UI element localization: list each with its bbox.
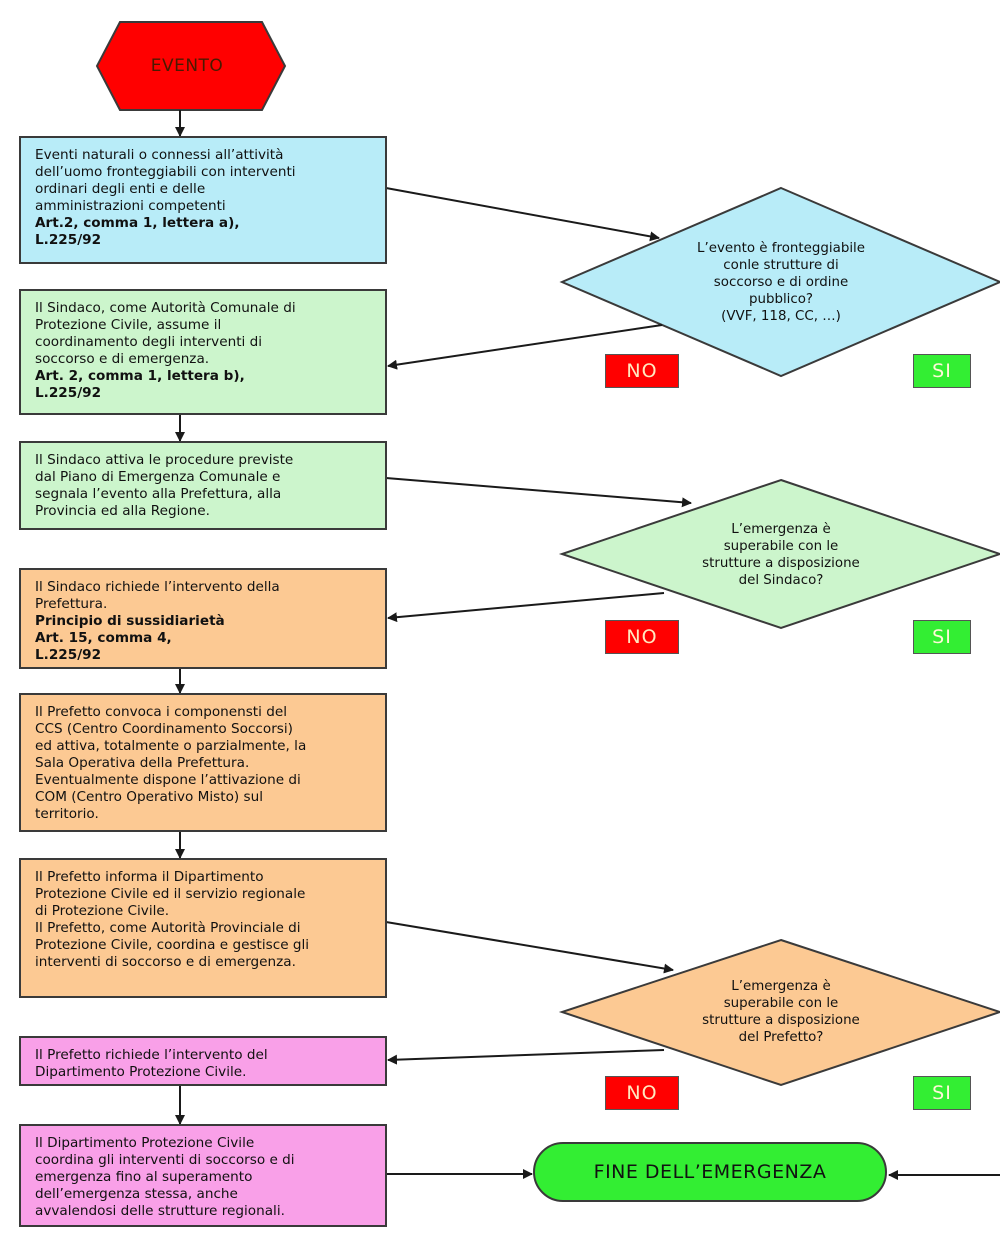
step-5-box: Il Prefetto convoca i componensti del CC… [19,693,387,832]
decision-3-line-4: del Prefetto? [738,1030,824,1045]
decision-1-line-1: L’evento è fronteggiabile [697,241,865,256]
step-3-line-2: dal Piano di Emergenza Comunale e [35,469,281,485]
step-1-line-3: ordinari degli enti e delle [35,181,206,197]
step-8-line-2: coordina gli interventi di soccorso e di [35,1152,295,1168]
step-4-ref-1: Principio di sussidiarietà [35,613,225,629]
step-1-line-1: Eventi naturali o connessi all’attività [35,147,284,163]
step-2-line-1: Il Sindaco, come Autorità Comunale di [35,300,296,316]
decision-3-text: L’emergenza è superabile con le struttur… [661,978,901,1046]
decision-2-si-label: SI [913,620,971,654]
step-4-box: Il Sindaco richiede l’intervento della P… [19,568,387,669]
end-label: FINE DELL’EMERGENZA [593,1161,827,1183]
step-4-ref-2: Art. 15, comma 4, [35,630,172,646]
step-1-line-2: dell’uomo fronteggiabili con interventi [35,164,296,180]
step-8-line-5: avvalendosi delle strutture regionali. [35,1203,285,1219]
decision-2-no-label: NO [605,620,679,654]
start-label: EVENTO [150,56,224,76]
step-2-ref-1: Art. 2, comma 1, lettera b), [35,368,245,384]
arrow-step6-to-decision3 [385,921,674,974]
decision-diamond-1 [559,186,1000,378]
step-1-box: Eventi naturali o connessi all’attività … [19,136,387,264]
decision-diamond-3 [558,938,1000,1087]
step-6-line-2: Protezione Civile ed il servizio regiona… [35,886,306,902]
step-5-line-3: ed attiva, totalmente o parzialmente, la [35,738,307,754]
step-7-line-1: Il Prefetto richiede l’intervento del [35,1047,268,1063]
decision-2-line-3: strutture a disposizione [702,556,860,571]
step-1-ref-1: Art.2, comma 1, lettera a), [35,215,240,231]
decision-2-line-4: del Sindaco? [738,573,824,588]
step-2-line-2: Protezione Civile, assume il [35,317,222,333]
step-2-box: Il Sindaco, come Autorità Comunale di Pr… [19,289,387,415]
arrow-decision3-no [387,1049,665,1065]
decision-3-line-1: L’emergenza è [731,979,831,994]
step-3-line-4: Provincia ed alla Regione. [35,503,210,519]
step-6-line-3: di Protezione Civile. [35,903,170,919]
step-8-line-4: dell’emergenza stessa, anche [35,1186,238,1202]
step-4-line-1: Il Sindaco richiede l’intervento della [35,579,280,595]
end-terminator [533,1142,887,1202]
step-3-line-1: Il Sindaco attiva le procedure previste [35,452,294,468]
step-6-line-4: Il Prefetto, come Autorità Provinciale d… [35,920,301,936]
step-7-line-2: Dipartimento Protezione Civile. [35,1064,247,1080]
arrow-step1-to-decision1 [385,187,660,242]
step-5-line-6: COM (Centro Operativo Misto) sul [35,789,264,805]
step-7-box: Il Prefetto richiede l’intervento del Di… [19,1036,387,1086]
step-3-line-3: segnala l’evento alla Prefettura, alla [35,486,282,502]
step-5-line-1: Il Prefetto convoca i componensti del [35,704,288,720]
decision-2-line-1: L’emergenza è [731,522,831,537]
decision-1-line-4: pubblico? [748,292,814,307]
decision-1-line-3: soccorso e di ordine [713,275,849,290]
step-6-line-6: interventi di soccorso e di emergenza. [35,954,296,970]
step-6-line-5: Protezione Civile, coordina e gestisce g… [35,937,310,953]
step-4-ref-3: L.225/92 [35,647,102,663]
decision-diamond-2 [558,478,1000,630]
decision-1-no-label: NO [605,354,679,388]
decision-1-si-label: SI [913,354,971,388]
step-1-ref-2: L.225/92 [35,232,102,248]
decision-2-line-2: superabile con le [723,539,839,554]
arrow-decision1-no [387,324,663,370]
step-8-box: Il Dipartimento Protezione Civile coordi… [19,1124,387,1227]
decision-2-text: L’emergenza è superabile con le struttur… [661,521,901,589]
step-8-line-3: emergenza fino al superamento [35,1169,253,1185]
arrow-step3-to-decision2 [385,477,692,508]
step-8-line-1: Il Dipartimento Protezione Civile [35,1135,255,1151]
step-3-box: Il Sindaco attiva le procedure previste … [19,441,387,530]
decision-1-line-2: conle strutture di [723,258,839,273]
step-6-line-1: Il Prefetto informa il Dipartimento [35,869,264,885]
arrow-decision2-no [387,592,665,623]
decision-3-no-label: NO [605,1076,679,1110]
step-4-line-2: Prefettura. [35,596,108,612]
step-6-box: Il Prefetto informa il Dipartimento Prot… [19,858,387,998]
step-5-line-7: territorio. [35,806,99,822]
step-2-ref-2: L.225/92 [35,385,102,401]
decision-3-si-label: SI [913,1076,971,1110]
decision-1-line-5: (VVF, 118, CC, …) [721,309,841,324]
step-5-line-5: Eventualmente dispone l’attivazione di [35,772,301,788]
start-hexagon [95,21,287,111]
step-2-line-3: coordinamento degli interventi di [35,334,263,350]
step-5-line-4: Sala Operativa della Prefettura. [35,755,250,771]
decision-3-line-2: superabile con le [723,996,839,1011]
step-2-line-4: soccorso e di emergenza. [35,351,210,367]
decision-3-line-3: strutture a disposizione [702,1013,860,1028]
decision-1-text: L’evento è fronteggiabile conle struttur… [661,240,901,325]
step-5-line-2: CCS (Centro Coordinamento Soccorsi) [35,721,293,737]
step-1-line-4: amministrazioni competenti [35,198,226,214]
